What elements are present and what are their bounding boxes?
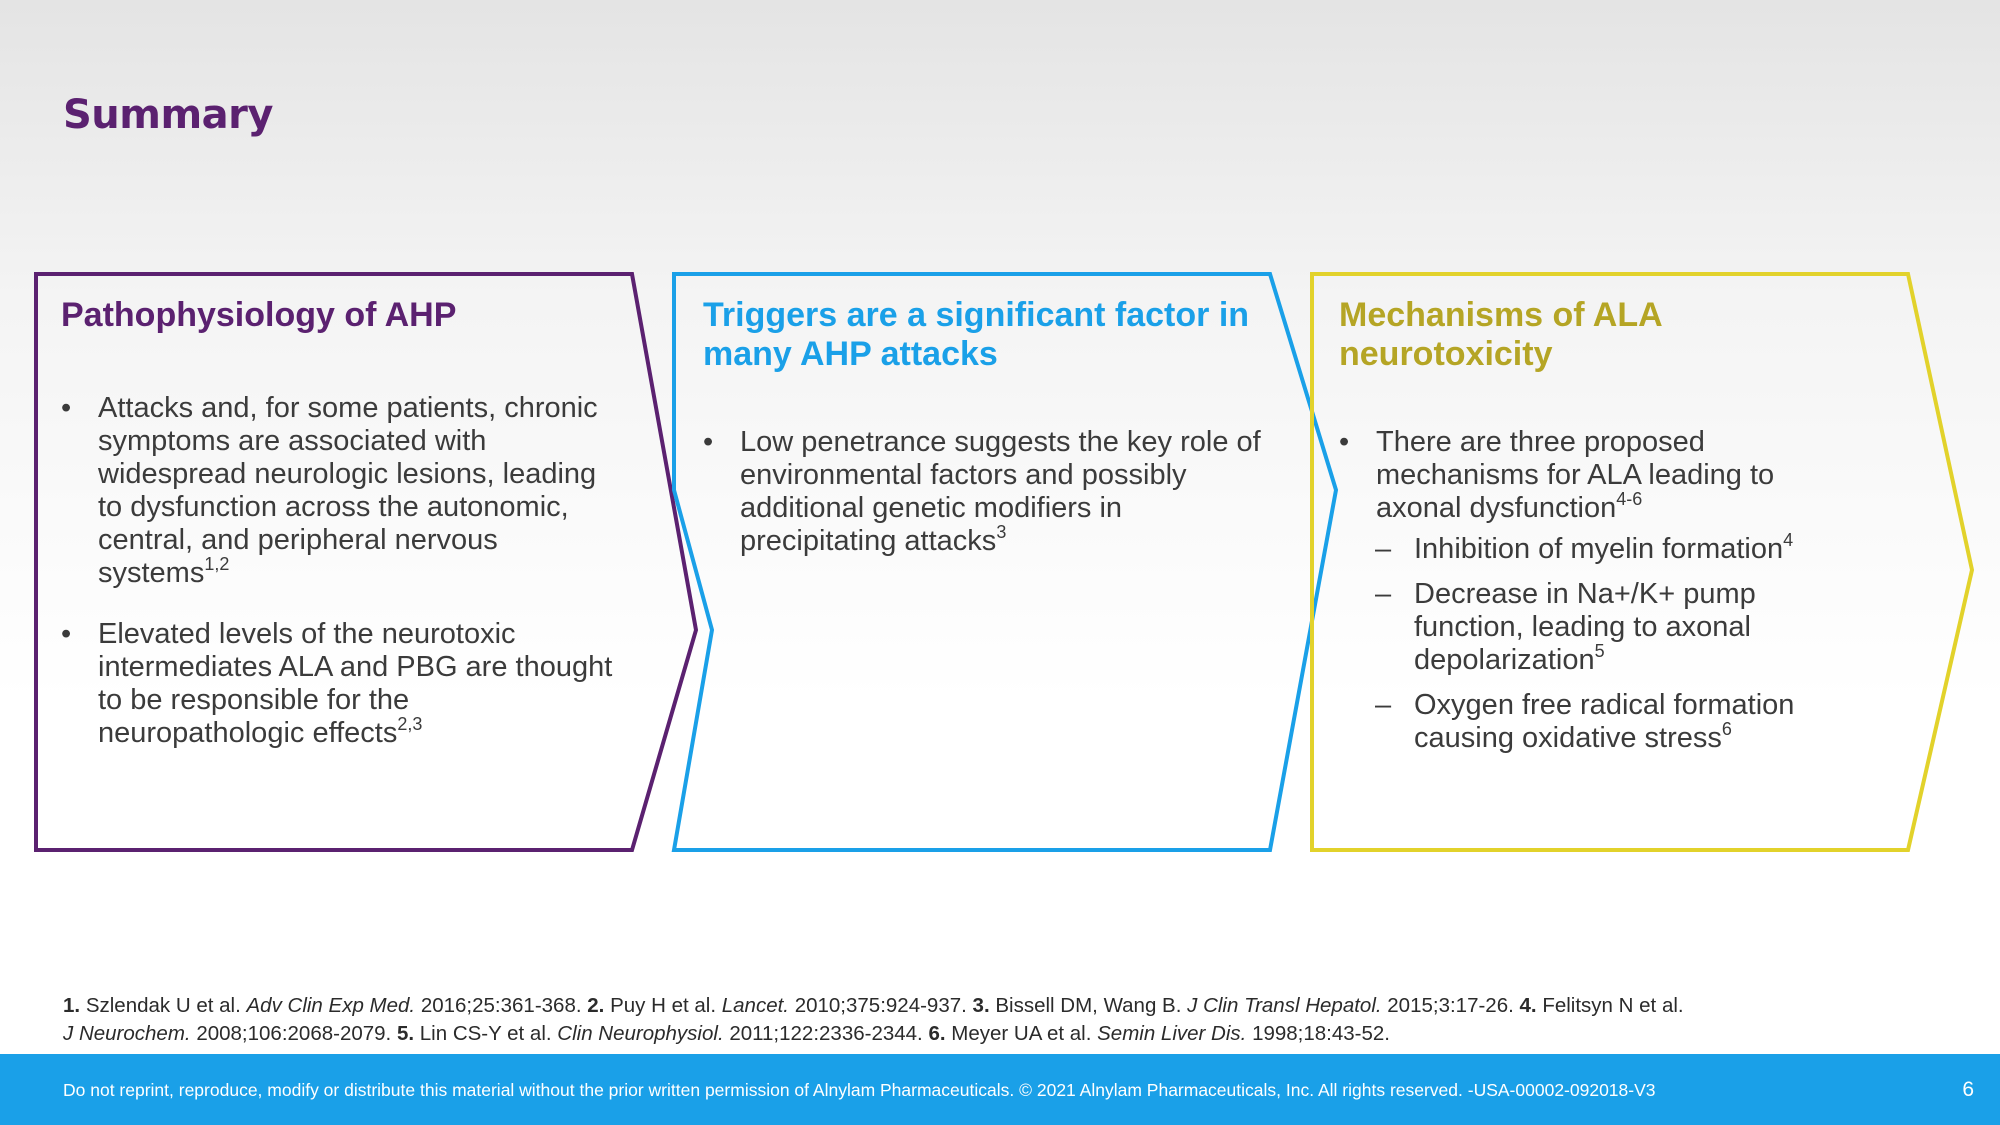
list-item: Elevated levels of the neurotoxic interm… (61, 618, 621, 750)
panel-heading-mechanisms: Mechanisms of ALA neurotoxicity (1339, 296, 1662, 373)
references: 1. Szlendak U et al. Adv Clin Exp Med. 2… (63, 992, 1963, 1048)
bullet-list: Low penetrance suggests the key role of … (703, 426, 1263, 558)
references-line-1: 1. Szlendak U et al. Adv Clin Exp Med. 2… (63, 994, 1684, 1017)
panel-heading-triggers: Triggers are a significant factor in man… (703, 296, 1250, 373)
bullet-list: There are three proposed mechanisms for … (1339, 426, 1859, 755)
chevron-frame-triggers (671, 272, 1339, 852)
page-number: 6 (1962, 1078, 1974, 1101)
panel-pathophysiology: Pathophysiology of AHP Attacks and, for … (61, 296, 621, 770)
sub-list-item: Inhibition of myelin formation4 (1339, 531, 1859, 566)
references-line-2: J Neurochem. 2008;106:2068-2079. 5. Lin … (63, 1022, 1391, 1045)
panel-triggers: Triggers are a significant factor in man… (703, 296, 1263, 578)
list-item: Low penetrance suggests the key role of … (703, 426, 1263, 558)
footer-bar: Do not reprint, reproduce, modify or dis… (0, 1054, 2000, 1125)
panel-heading-pathophysiology: Pathophysiology of AHP (61, 296, 457, 334)
list-item: There are three proposed mechanisms for … (1339, 426, 1859, 525)
chevron-frame-mechanisms (1310, 272, 1975, 852)
chevron-frame-pathophysiology (34, 272, 699, 852)
bullet-list: Attacks and, for some patients, chronic … (61, 392, 621, 750)
footer-disclaimer: Do not reprint, reproduce, modify or dis… (63, 1080, 1656, 1100)
list-item: Attacks and, for some patients, chronic … (61, 392, 621, 590)
slide-title: Summary (63, 92, 273, 138)
sub-list-item: Oxygen free radical formation causing ox… (1339, 689, 1859, 755)
panel-mechanisms: Mechanisms of ALA neurotoxicity There ar… (1339, 296, 1859, 767)
sub-list-item: Decrease in Na+/K+ pump function, leadin… (1339, 578, 1859, 677)
